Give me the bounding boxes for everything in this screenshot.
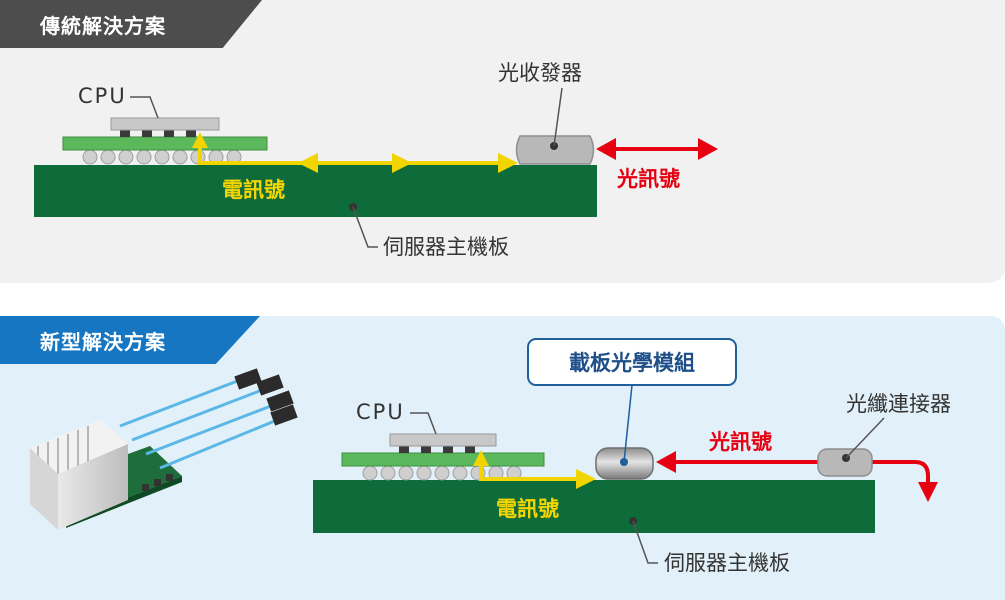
- cpu-bumps: [399, 444, 475, 453]
- optical-transceiver: [515, 135, 595, 165]
- cpu-die: [110, 117, 220, 131]
- traditional-solution-title: 傳統解決方案: [0, 0, 262, 48]
- new-solution-diagram: [30, 368, 938, 564]
- cpu-label: CPU: [356, 400, 405, 424]
- optical-signal-arrow: [656, 451, 938, 502]
- optical-module-product-illustration: [30, 368, 298, 530]
- cpu-substrate: [62, 136, 268, 151]
- traditional-solution-panel: 傳統解決方案: [0, 0, 1005, 283]
- fiber-connectors: [234, 368, 298, 426]
- traditional-diagram: [34, 87, 718, 248]
- cpu-substrate: [341, 452, 545, 467]
- cpu-leader-line: [130, 96, 159, 119]
- module-leader-line: [623, 384, 633, 463]
- solder-balls: [82, 149, 242, 165]
- optical-signal-label: 光訊號: [617, 167, 680, 191]
- new-solution-title: 新型解決方案: [0, 316, 260, 364]
- solder-balls: [362, 465, 522, 481]
- module-label: 載板光學模組: [527, 338, 737, 386]
- heatsink: [30, 420, 128, 530]
- optical-signal-arrow: [596, 138, 718, 160]
- cpu-die: [389, 433, 497, 447]
- transceiver-leader-line: [553, 87, 563, 147]
- cpu-bumps: [120, 128, 196, 137]
- motherboard-label: 伺服器主機板: [383, 235, 509, 259]
- electrical-signal-arrow: [473, 450, 596, 489]
- cpu-leader-line: [410, 412, 437, 435]
- new-solution-panel: 新型解決方案: [0, 316, 1005, 600]
- motherboard-label: 伺服器主機板: [664, 551, 790, 575]
- fiber-connector: [817, 448, 873, 477]
- transceiver-label: 光收發器: [498, 61, 582, 85]
- electrical-signal-arrow: [192, 132, 518, 173]
- electrical-signal-label: 電訊號: [222, 178, 285, 202]
- fiber-connector-label: 光纖連接器: [846, 392, 951, 416]
- board-leader-line: [352, 206, 378, 248]
- motherboard: [313, 480, 875, 533]
- board-leader-line: [632, 520, 658, 564]
- electrical-signal-label: 電訊號: [496, 497, 559, 521]
- fiber-cables: [119, 378, 283, 470]
- optical-signal-label: 光訊號: [709, 430, 772, 454]
- cpu-label: CPU: [78, 84, 127, 108]
- motherboard: [34, 165, 597, 217]
- connector-leader-line: [845, 417, 885, 459]
